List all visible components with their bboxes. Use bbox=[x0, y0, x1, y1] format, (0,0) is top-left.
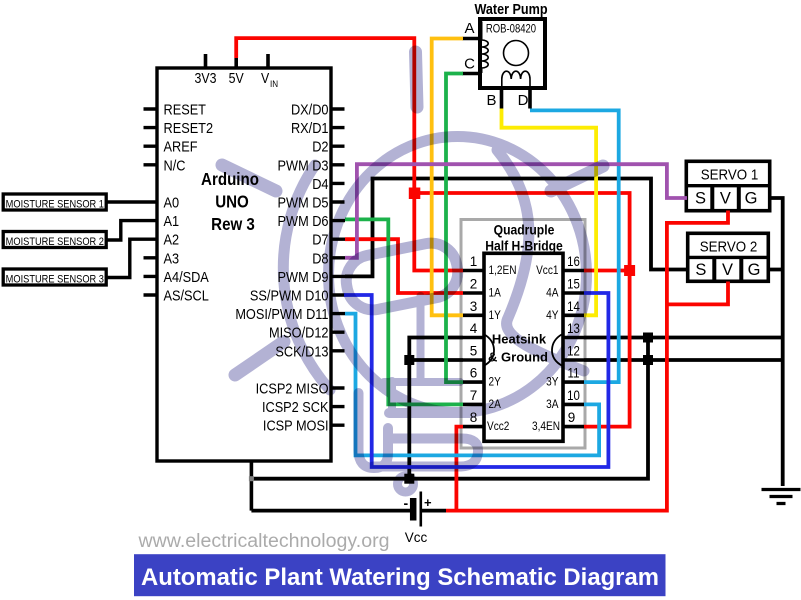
svg-text:V: V bbox=[261, 70, 269, 86]
svg-text:1,2EN: 1,2EN bbox=[489, 264, 517, 277]
svg-text:1: 1 bbox=[470, 254, 478, 269]
svg-text:2Y: 2Y bbox=[489, 376, 502, 389]
svg-text:-: - bbox=[404, 495, 409, 511]
svg-text:D2: D2 bbox=[312, 138, 329, 155]
svg-text:3,4EN: 3,4EN bbox=[532, 420, 560, 433]
svg-text:MOSI/PWM D11: MOSI/PWM D11 bbox=[235, 305, 328, 322]
svg-text:D7: D7 bbox=[312, 231, 329, 248]
svg-text:A0: A0 bbox=[164, 193, 180, 210]
svg-text:MOISTURE SENSOR 1: MOISTURE SENSOR 1 bbox=[6, 199, 105, 211]
svg-text:IN: IN bbox=[270, 78, 278, 89]
svg-text:V: V bbox=[722, 261, 733, 279]
svg-text:10: 10 bbox=[567, 388, 580, 403]
svg-text:AREF: AREF bbox=[164, 138, 198, 155]
svg-text:V: V bbox=[720, 189, 731, 207]
svg-text:ICSP MOSI: ICSP MOSI bbox=[263, 417, 329, 434]
svg-text:D4: D4 bbox=[312, 175, 329, 192]
svg-text:B: B bbox=[486, 92, 496, 109]
svg-text:PWM D9: PWM D9 bbox=[278, 268, 329, 285]
svg-text:RX/D1: RX/D1 bbox=[291, 119, 329, 136]
svg-text:A: A bbox=[464, 20, 474, 37]
svg-text:ROB-08420: ROB-08420 bbox=[486, 23, 536, 36]
svg-text:DX/D0: DX/D0 bbox=[291, 100, 329, 117]
svg-text:4Y: 4Y bbox=[546, 309, 559, 322]
svg-text:4A: 4A bbox=[546, 287, 559, 300]
svg-text:Rew 3: Rew 3 bbox=[211, 214, 255, 235]
svg-text:S: S bbox=[695, 189, 706, 207]
svg-text:MOISTURE SENSOR 3: MOISTURE SENSOR 3 bbox=[6, 274, 105, 286]
svg-text:S: S bbox=[695, 261, 706, 279]
svg-text:Vcc1: Vcc1 bbox=[536, 264, 558, 277]
svg-text:+: + bbox=[424, 495, 432, 510]
svg-text:1Y: 1Y bbox=[489, 309, 502, 322]
svg-text:16: 16 bbox=[567, 254, 580, 269]
svg-text:5V: 5V bbox=[229, 70, 244, 86]
svg-text:SERVO 2: SERVO 2 bbox=[700, 238, 758, 255]
svg-text:A1: A1 bbox=[164, 212, 180, 229]
svg-text:AS/SCL: AS/SCL bbox=[164, 286, 210, 303]
svg-text:ICSP2 MISO: ICSP2 MISO bbox=[256, 379, 329, 396]
svg-text:A4/SDA: A4/SDA bbox=[164, 268, 210, 285]
svg-text:7: 7 bbox=[470, 388, 478, 403]
svg-text:11: 11 bbox=[568, 366, 580, 381]
svg-text:SERVO 1: SERVO 1 bbox=[701, 166, 759, 183]
svg-text:4: 4 bbox=[470, 321, 478, 336]
svg-text:A2: A2 bbox=[164, 231, 180, 248]
svg-text:Water Pump: Water Pump bbox=[474, 1, 547, 17]
svg-text:3: 3 bbox=[470, 299, 478, 314]
svg-text:RESET2: RESET2 bbox=[164, 119, 214, 136]
svg-text:3V3: 3V3 bbox=[195, 70, 217, 86]
svg-text:MOISTURE SENSOR 2: MOISTURE SENSOR 2 bbox=[6, 236, 105, 248]
svg-text:G: G bbox=[745, 189, 758, 207]
svg-text:C: C bbox=[464, 56, 475, 73]
svg-text:Vcc: Vcc bbox=[405, 530, 428, 545]
svg-text:RESET: RESET bbox=[164, 100, 207, 117]
svg-text:www.electricaltechnology.org: www.electricaltechnology.org bbox=[137, 531, 389, 552]
svg-text:9: 9 bbox=[568, 410, 576, 425]
svg-text:15: 15 bbox=[567, 277, 580, 292]
svg-text:ICSP2 SCK: ICSP2 SCK bbox=[262, 398, 329, 415]
svg-text:N/C: N/C bbox=[164, 156, 186, 173]
svg-text:Automatic Plant Watering Schem: Automatic Plant Watering Schematic Diagr… bbox=[141, 564, 659, 591]
svg-text:UNO: UNO bbox=[215, 191, 249, 212]
svg-text:A3: A3 bbox=[164, 249, 180, 266]
svg-text:6: 6 bbox=[470, 366, 478, 381]
svg-text:1A: 1A bbox=[489, 287, 502, 300]
svg-text:G: G bbox=[748, 261, 761, 279]
svg-text:PWM D3: PWM D3 bbox=[278, 156, 329, 173]
svg-text:3A: 3A bbox=[546, 398, 559, 411]
svg-text:D: D bbox=[518, 92, 529, 109]
svg-text:5: 5 bbox=[470, 344, 478, 359]
svg-text:2: 2 bbox=[470, 277, 478, 292]
svg-text:Vcc2: Vcc2 bbox=[487, 420, 509, 433]
